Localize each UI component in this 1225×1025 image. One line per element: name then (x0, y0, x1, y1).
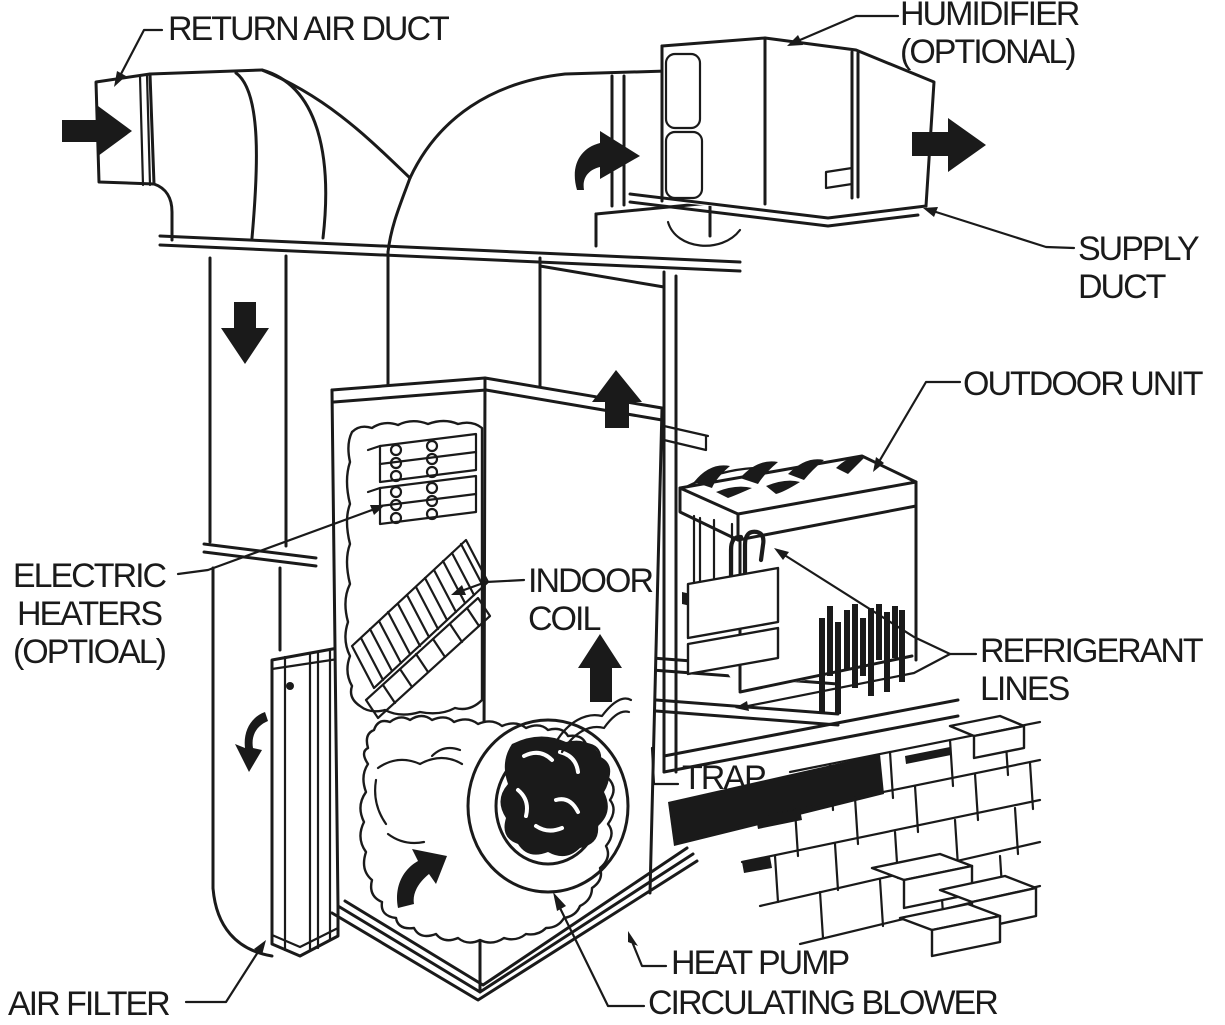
brick-wall (740, 714, 1042, 958)
fan-blades (686, 457, 864, 498)
blower-wheel (500, 736, 610, 857)
leader-lines (114, 14, 1076, 1008)
condenser-fins (819, 604, 905, 714)
airflow-arrows (62, 106, 986, 908)
platform-and-bricks (662, 698, 1042, 958)
outdoor-unit (678, 454, 918, 714)
blower-housing (466, 718, 630, 894)
label-return-air-duct: RETURN AIR DUCT (168, 10, 450, 48)
humidifier-and-supply (628, 36, 936, 247)
humidifier-latch-top (664, 52, 702, 130)
blower-arrow-curved-up (396, 849, 447, 908)
indoor-coil-slab (350, 538, 492, 720)
label-supply-duct: SUPPLY DUCT (1078, 230, 1200, 306)
electric-heaters-elements (366, 432, 478, 526)
attic-duct (158, 68, 742, 392)
label-outdoor-unit: OUTDOOR UNIT (963, 365, 1204, 403)
label-refrigerant-lines: REFRIGERANT LINES (980, 632, 1204, 708)
refrigerant-elbow-pipe (742, 529, 766, 595)
upper-cutaway (344, 419, 492, 720)
filter-door-knob (286, 682, 294, 690)
wall-corner (662, 270, 710, 774)
attic-arrow-curved-right (574, 131, 640, 190)
plenum-arrow-up (592, 370, 642, 428)
lower-cutaway (359, 697, 633, 944)
label-indoor-coil: INDOOR COIL (528, 562, 654, 638)
label-air-filter: AIR FILTER (8, 985, 171, 1023)
air-filter (270, 646, 340, 958)
filter-arrow-curved-down (235, 712, 268, 772)
humidifier-strap (666, 220, 742, 247)
label-humidifier: HUMIDIFIER (OPTIONAL) (900, 0, 1080, 71)
return-duct-arrow-down (221, 302, 269, 364)
return-air-duct (94, 68, 328, 958)
humidifier-latch-bottom (664, 130, 704, 200)
label-trap: TRAP (682, 759, 767, 797)
return-inlet-arrow-right (62, 106, 132, 156)
label-heat-pump: HEAT PUMP (671, 944, 850, 982)
coil-arrow-up (578, 634, 622, 702)
label-electric-heaters: ELECTRIC HEATERS (OPTIOAL) (12, 557, 167, 671)
humidifier-vent (824, 166, 854, 190)
supply-outlet-arrow-right (912, 118, 986, 172)
label-circulating-blower: CIRCULATING BLOWER (648, 984, 999, 1022)
